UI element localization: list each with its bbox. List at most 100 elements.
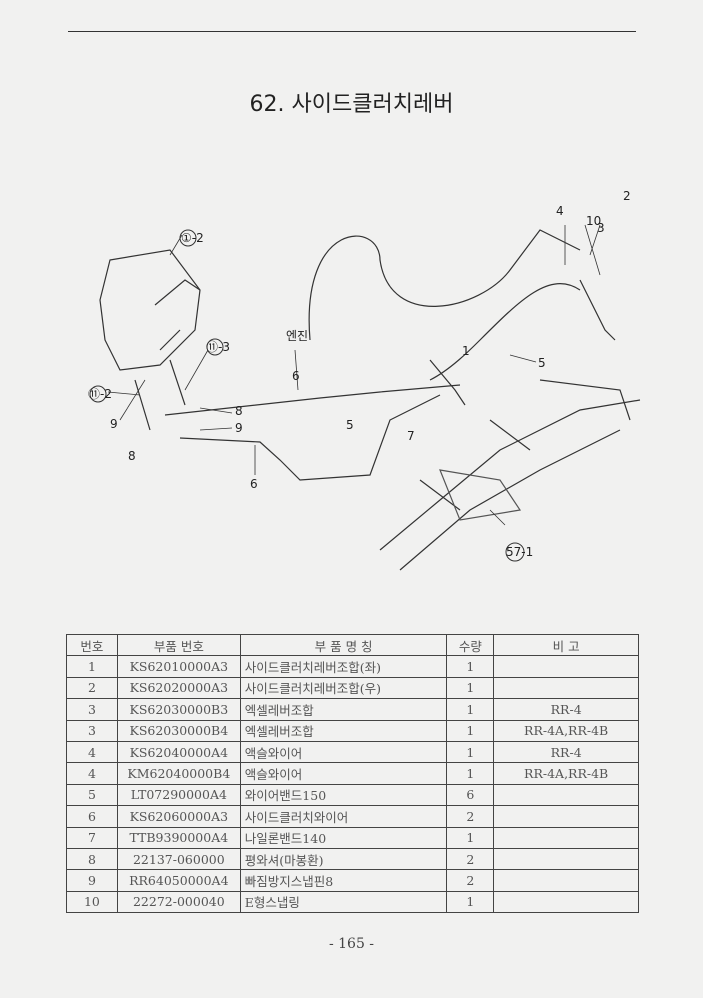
cell-part-name: 사이드클러치레버조합(우) (239, 676, 448, 700)
cell-no: 4 (66, 740, 118, 764)
transmission-housing (99, 249, 201, 371)
table-header-row: 번호 부품 번호 부 품 명 칭 수량 비 고 (66, 633, 639, 657)
cell-remarks (493, 826, 639, 849)
part-callout-8: 8 (235, 404, 243, 418)
ref-label-11-2: ⑪-2 (88, 387, 112, 401)
cell-no: 1 (66, 655, 118, 678)
part-callout-9: 9 (110, 417, 118, 431)
cell-quantity: 1 (446, 890, 495, 914)
part-callout-5: 5 (346, 418, 354, 432)
cell-no: 10 (66, 890, 118, 914)
cell-part-number: KM62040000B4 (116, 762, 241, 785)
header-no: 번호 (66, 633, 118, 657)
parts-diagram: ①-2 ⑪-3 ⑪-2 57-1 엔진 1 2 3 4 5 5 6 6 7 8 … (88, 189, 641, 571)
cell-part-name: 엑셀레버조합 (239, 698, 448, 721)
top-rule (68, 31, 636, 32)
cell-quantity: 6 (446, 783, 495, 807)
cell-quantity: 1 (446, 762, 495, 785)
cell-remarks (493, 890, 639, 914)
cell-remarks (493, 847, 639, 871)
header-part-number: 부품 번호 (116, 633, 241, 657)
cell-quantity: 2 (446, 847, 495, 871)
cell-part-number: KS62030000B3 (116, 698, 241, 721)
cell-part-number: KS62040000A4 (116, 740, 241, 764)
cell-part-number: 22137-060000 (116, 847, 241, 871)
ref-label-57-1: 57-1 (506, 545, 533, 559)
header-quantity: 수량 (446, 633, 495, 657)
ref-label-1-2: ①-2 (181, 231, 204, 245)
cell-part-name: 액슬와이어 (239, 740, 448, 764)
cell-part-name: 사이드클러치레버조합(좌) (239, 655, 448, 678)
lever-right (579, 279, 616, 341)
frame (379, 379, 641, 571)
cell-remarks: RR-4 (493, 740, 639, 764)
cell-remarks: RR-4A,RR-4B (493, 762, 639, 785)
part-callout-8: 8 (128, 449, 136, 463)
part-callout-6: 6 (250, 477, 258, 491)
cell-quantity: 1 (446, 698, 495, 721)
accel-wire (308, 229, 581, 341)
cell-part-number: KS62020000A3 (116, 676, 241, 700)
cell-remarks: RR-4A,RR-4B (493, 719, 639, 742)
cell-part-name: E형스냅링 (239, 890, 448, 914)
cell-part-name: 엑셀레버조합 (239, 719, 448, 742)
cell-quantity: 1 (446, 676, 495, 700)
part-callout-2: 2 (623, 189, 631, 203)
cell-no: 3 (66, 719, 118, 742)
part-callout-3: 3 (597, 221, 605, 235)
cell-remarks (493, 805, 639, 828)
cell-part-number: RR64050000A4 (116, 869, 241, 892)
cell-remarks (493, 676, 639, 700)
cell-remarks (493, 783, 639, 807)
cell-no: 4 (66, 762, 118, 785)
cell-no: 2 (66, 676, 118, 700)
cell-no: 9 (66, 869, 118, 892)
cell-part-number: KS62060000A3 (116, 805, 241, 828)
header-part-name: 부 품 명 칭 (239, 633, 448, 657)
engine-label: 엔진 (286, 329, 308, 343)
part-callout-7: 7 (407, 429, 415, 443)
part-callout-4: 4 (556, 204, 564, 218)
part-callout-9: 9 (235, 421, 243, 435)
page-title: 62. 사이드클러치레버 (249, 92, 454, 117)
cell-no: 7 (66, 826, 118, 849)
cell-no: 5 (66, 783, 118, 807)
cell-part-name: 평와셔(마봉환) (239, 847, 448, 871)
cell-remarks: RR-4 (493, 698, 639, 721)
part-callout-10: 10 (586, 214, 601, 228)
ref-label-11-3: ⑪-3 (206, 340, 230, 354)
header-remarks: 비 고 (493, 633, 639, 657)
cell-quantity: 1 (446, 826, 495, 849)
wire-cable-lower (179, 394, 441, 481)
part-callout-6: 6 (292, 369, 300, 383)
part-callout-5: 5 (538, 356, 546, 370)
cell-part-number: KS62030000B4 (116, 719, 241, 742)
cell-part-number: TTB9390000A4 (116, 826, 241, 849)
cell-part-number: KS62010000A3 (116, 655, 241, 678)
part-callout-1: 1 (462, 344, 470, 358)
cell-no: 8 (66, 847, 118, 871)
cell-remarks (493, 655, 639, 678)
wire-cable-upper (164, 384, 461, 416)
cell-part-name: 와이어밴드150 (239, 783, 448, 807)
cell-quantity: 1 (446, 719, 495, 742)
cell-part-number: 22272-000040 (116, 890, 241, 914)
cell-remarks (493, 869, 639, 892)
cell-quantity: 2 (446, 805, 495, 828)
cell-part-name: 빠짐방지스냅핀8 (239, 869, 448, 892)
cell-part-name: 액슬와이어 (239, 762, 448, 785)
cell-quantity: 1 (446, 740, 495, 764)
page-number: - 165 - (328, 936, 375, 952)
